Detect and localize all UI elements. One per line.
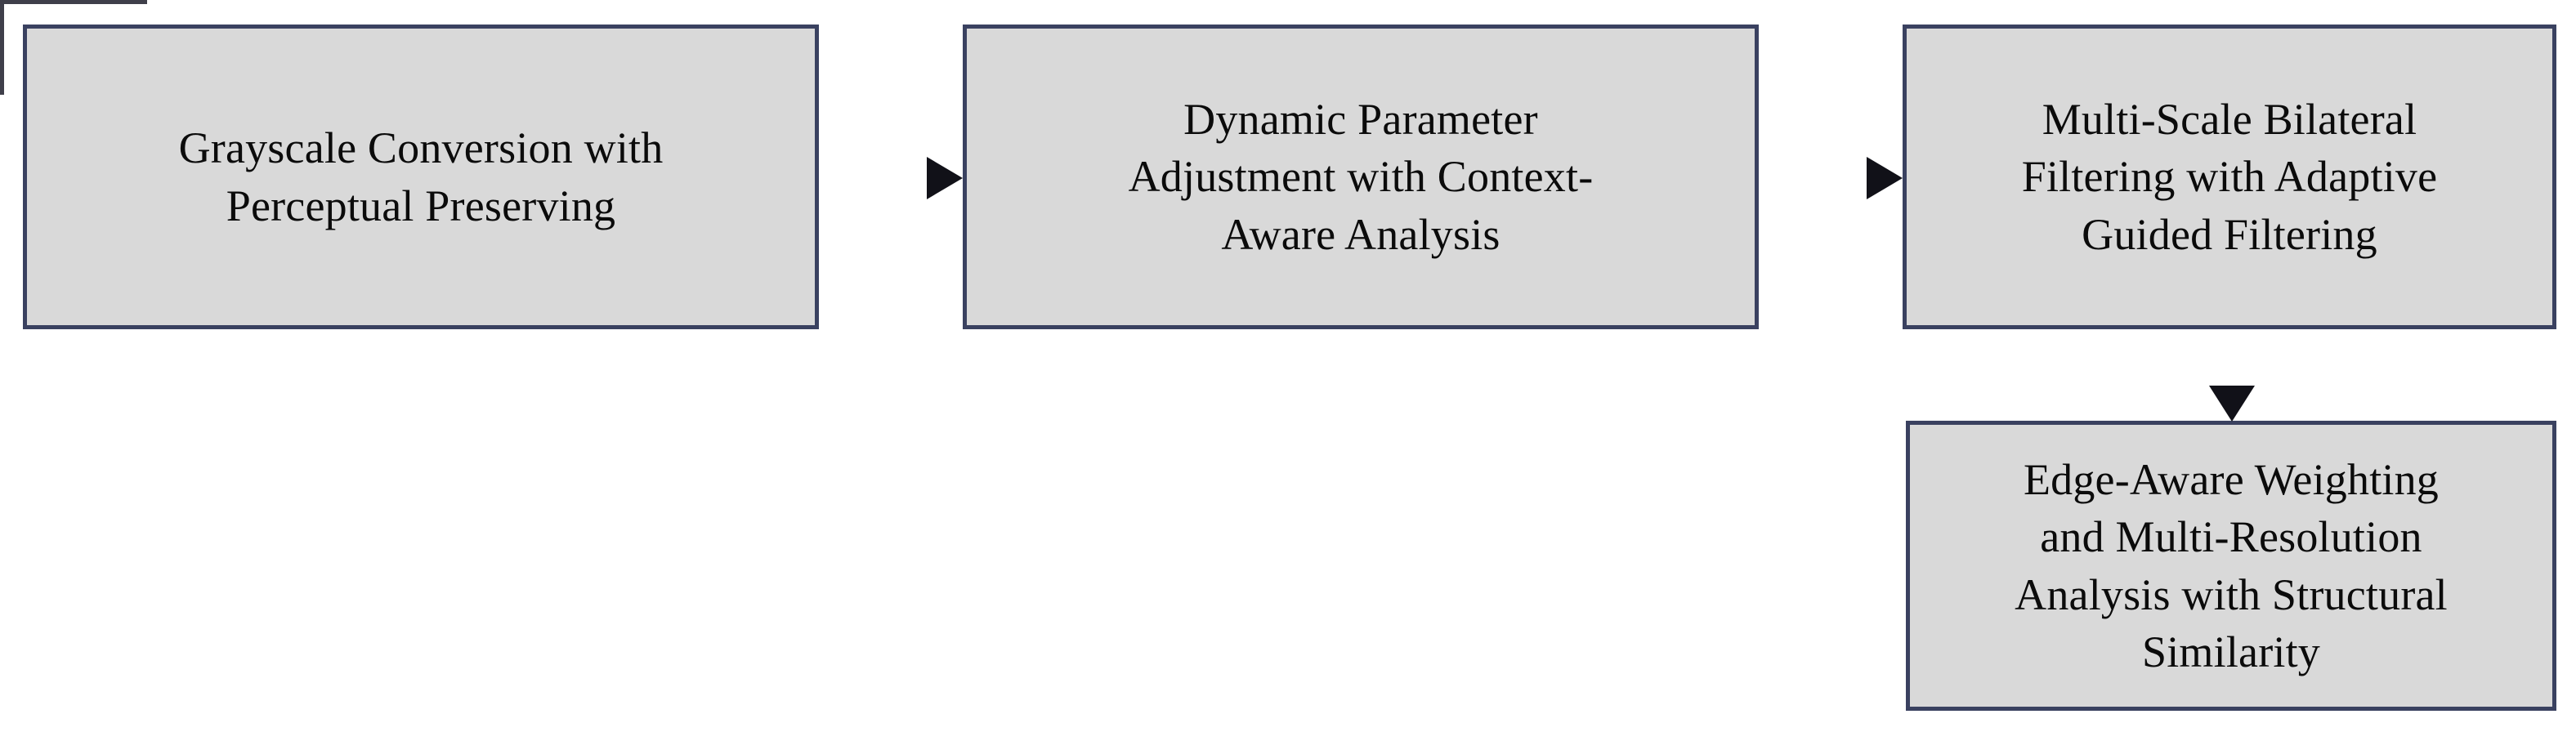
flowchart-node-dynamic-parameter-adjustment[interactable]: Dynamic Parameter Adjustment with Contex…	[963, 25, 1759, 329]
flowchart-node-edge-aware-weighting[interactable]: Edge-Aware Weighting and Multi-Resolutio…	[1906, 421, 2556, 711]
flowchart-node-grayscale-conversion[interactable]: Grayscale Conversion with Perceptual Pre…	[23, 25, 819, 329]
arrow-head-down-icon	[2209, 386, 2255, 422]
flowchart-node-label: Edge-Aware Weighting and Multi-Resolutio…	[2015, 455, 2448, 676]
arrow-head-right-icon	[927, 157, 963, 199]
arrow-shaft-icon	[0, 0, 147, 4]
flowchart-node-label: Grayscale Conversion with Perceptual Pre…	[178, 123, 664, 230]
arrow-dynamic-to-multiscale	[0, 0, 1903, 199]
flowchart-node-label: Multi-Scale Bilateral Filtering with Ada…	[2021, 95, 2438, 259]
arrow-shaft-icon	[0, 0, 4, 95]
arrow-multiscale-to-edgeaware	[0, 0, 2255, 422]
arrow-head-right-icon	[1867, 157, 1903, 199]
flowchart-node-label: Dynamic Parameter Adjustment with Contex…	[1128, 95, 1594, 259]
flowchart-node-multi-scale-bilateral-filtering[interactable]: Multi-Scale Bilateral Filtering with Ada…	[1903, 25, 2556, 329]
